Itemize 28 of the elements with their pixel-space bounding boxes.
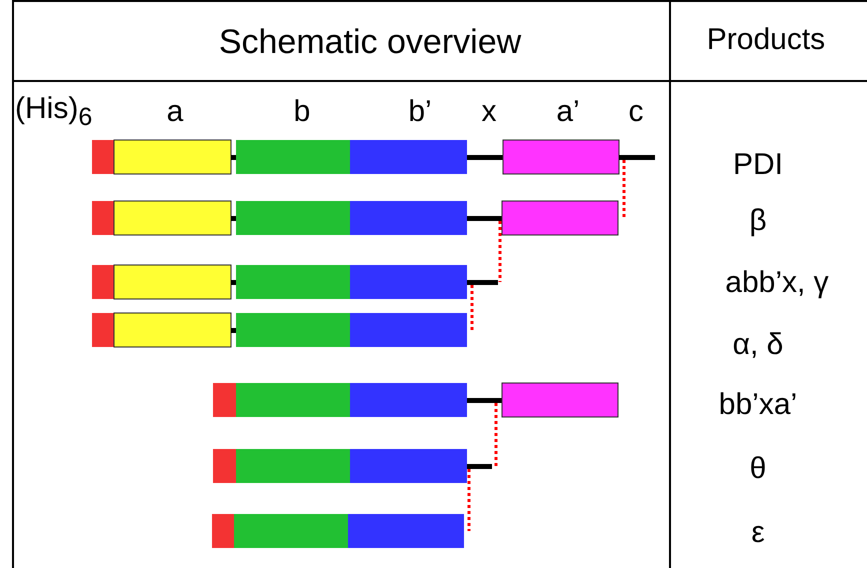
- domain-label: x: [482, 97, 496, 127]
- truncation-guide-line: [622, 160, 626, 218]
- truncation-guide-line: [494, 403, 498, 466]
- product-label: β: [749, 206, 767, 236]
- protein-construct-bar: [213, 449, 492, 483]
- column-header: Schematic overview: [218, 25, 522, 59]
- domain-label: b’: [408, 97, 432, 127]
- column-header: Products: [706, 25, 826, 55]
- truncation-guide-line: [468, 469, 470, 531]
- protein-construct-bar: [92, 140, 655, 174]
- tag-label: (His)$_{6}$: [15, 94, 92, 130]
- protein-construct-bar: [92, 312, 467, 348]
- protein-construct-bar: [92, 200, 618, 236]
- protein-construct-bar: [92, 264, 498, 300]
- domain-label: a’: [556, 97, 580, 127]
- product-label: abb’x, γ: [725, 268, 829, 298]
- product-label: θ: [750, 454, 766, 484]
- domain-label: c: [628, 97, 644, 127]
- product-label: α, δ: [732, 330, 784, 360]
- product-label: ε: [751, 518, 765, 548]
- domain-label: b: [294, 97, 310, 127]
- domain-label: a: [166, 97, 184, 127]
- protein-construct-bar: [213, 382, 618, 418]
- product-label: bb’xa’: [718, 390, 798, 420]
- product-label: PDI: [732, 150, 783, 180]
- protein-construct-bar: [212, 514, 464, 548]
- truncation-guide-line: [498, 221, 502, 282]
- truncation-guide-line: [470, 285, 474, 330]
